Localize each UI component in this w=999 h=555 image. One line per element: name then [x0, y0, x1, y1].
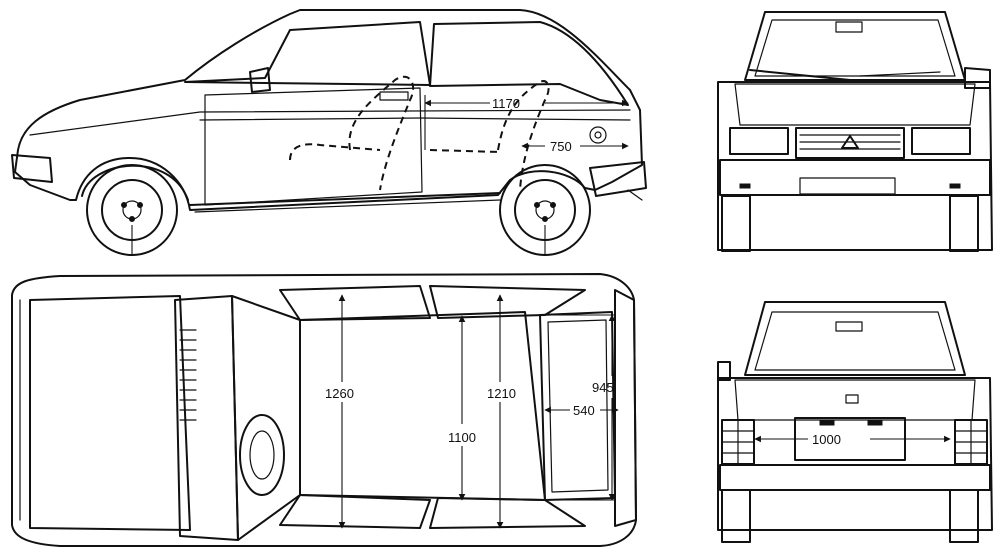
front-view: [717, 11, 993, 252]
tail-light-right: [954, 419, 988, 465]
dim-top-front-seat-width: 1260: [325, 294, 354, 529]
top-view: 1260 1210 1100 945 540: [11, 273, 637, 547]
dim-1100-label: 1100: [448, 430, 476, 445]
dim-540-label: 540: [573, 403, 595, 418]
dim-1260-label: 1260: [325, 386, 354, 401]
side-view: 1170 750: [11, 9, 647, 256]
dim-945-label: 945: [592, 380, 614, 395]
dim-top-rear-floor-width: 1100: [448, 315, 476, 501]
front-wheel: [81, 164, 189, 256]
dim-1170-label: 1170: [492, 96, 520, 111]
dim-1210-label: 1210: [487, 386, 516, 401]
dim-rear-tailgate-opening-width: 1000: [754, 432, 951, 447]
dim-top-cargo-depth: 540: [544, 403, 619, 418]
dim-side-interior-length: 1170: [424, 95, 629, 150]
dim-750-label: 750: [550, 139, 572, 154]
dim-top-rear-seat-width: 1210: [487, 294, 516, 529]
dim-side-cargo-length: 750: [521, 139, 629, 154]
tail-light-left: [721, 419, 755, 465]
dim-1000-label: 1000: [812, 432, 841, 447]
dim-top-tailgate-height: 945: [540, 314, 616, 501]
rear-view: 1000: [717, 301, 993, 543]
